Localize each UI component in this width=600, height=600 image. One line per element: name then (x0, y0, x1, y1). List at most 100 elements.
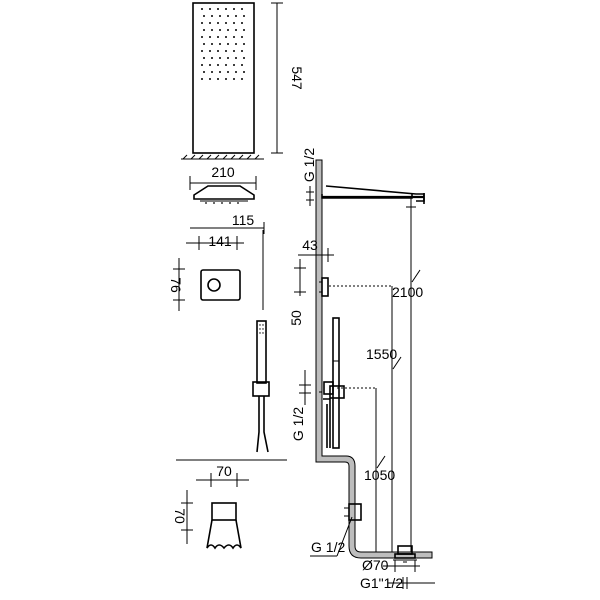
nozzle-dot (201, 64, 203, 66)
dim-43: 43 (302, 237, 318, 253)
shower-panel-front: 547 (181, 2, 305, 160)
nozzle-dot (211, 71, 213, 73)
nozzle-dot (209, 22, 211, 24)
nozzle-dot (217, 50, 219, 52)
dim-2100: 2100 (392, 284, 423, 300)
dim-70-height: 70 (172, 508, 188, 524)
nozzle-dot (227, 15, 229, 17)
nozzle-dot (203, 29, 205, 31)
nozzle-dot (225, 8, 227, 10)
dim-210: 210 (211, 164, 235, 180)
g-half-top: G 1/2 (301, 148, 317, 182)
nozzle-dot (209, 50, 211, 52)
nozzle-dot (233, 22, 235, 24)
nozzle-dot (241, 22, 243, 24)
nozzle-dot (209, 78, 211, 80)
nozzle-dot (219, 43, 221, 45)
nozzle-dot (219, 57, 221, 59)
nozzle-dot (217, 22, 219, 24)
hand-shower-front (252, 320, 270, 453)
nozzle-dot (235, 57, 237, 59)
g-half-bottom: G 1/2 (311, 539, 345, 555)
nozzle-dot (219, 15, 221, 17)
nozzle-dot (243, 29, 245, 31)
spout-view: 70 70 (172, 463, 249, 550)
nozzle-dot (211, 15, 213, 17)
nozzle-dot (233, 64, 235, 66)
nozzle-dot (211, 43, 213, 45)
floor-hatch (182, 154, 260, 160)
dia-70-group: Ø70 (362, 557, 420, 573)
dim-1550: 1550 (366, 346, 397, 362)
nozzle-dot (219, 71, 221, 73)
nozzle-dot (225, 36, 227, 38)
nozzle-dot (203, 71, 205, 73)
nozzle-dot (201, 36, 203, 38)
nozzle-dot (211, 29, 213, 31)
dim-547: 547 (289, 66, 305, 90)
nozzle-dot (211, 57, 213, 59)
nozzle-dot (241, 50, 243, 52)
nozzle-dot (225, 22, 227, 24)
valve-front (200, 230, 264, 310)
nozzle-dot (217, 8, 219, 10)
nozzle-dot (225, 64, 227, 66)
dim-1050: 1050 (364, 467, 395, 483)
nozzle-dot (241, 78, 243, 80)
nozzle-dot (219, 29, 221, 31)
nozzle-dot (243, 15, 245, 17)
dim-70-width: 70 (216, 463, 232, 479)
dia-70: Ø70 (362, 557, 389, 573)
nozzle-dot (203, 15, 205, 17)
nozzle-dot (201, 22, 203, 24)
nozzle-dot (209, 36, 211, 38)
nozzle-dot (235, 15, 237, 17)
nozzle-dot (209, 64, 211, 66)
nozzle-dot (227, 57, 229, 59)
nozzle-dot (217, 64, 219, 66)
nozzle-dot (241, 64, 243, 66)
g-half-bottom-group: G 1/2 (310, 516, 353, 557)
nozzle-dot (235, 29, 237, 31)
nozzle-dot (203, 43, 205, 45)
nozzle-grid (201, 8, 245, 80)
nozzle-dot (201, 50, 203, 52)
nozzle-dot (243, 57, 245, 59)
dim-141: 141 (208, 233, 232, 249)
nozzle-dot (233, 50, 235, 52)
nozzle-dot (235, 43, 237, 45)
nozzle-dot (241, 8, 243, 10)
dim-50-group: 50 (288, 259, 306, 326)
nozzle-dot (209, 8, 211, 10)
nozzle-dot (243, 43, 245, 45)
nozzle-dot (217, 36, 219, 38)
g-half-mid: G 1/2 (290, 407, 306, 441)
nozzle-dot (225, 50, 227, 52)
dim-76: 76 (168, 277, 184, 293)
dim-210-group: 210 (189, 164, 257, 190)
nozzle-dot (225, 78, 227, 80)
dim-115-group: 115 (190, 212, 265, 234)
nozzle-dot (217, 78, 219, 80)
nozzle-dot (233, 8, 235, 10)
nozzle-dot (203, 57, 205, 59)
nozzle-dot (233, 36, 235, 38)
dim-141-group: 141 (186, 233, 244, 250)
nozzle-dot (227, 71, 229, 73)
dim-43-group: 43 (298, 237, 334, 262)
dim-76-group: 76 (168, 258, 185, 311)
nozzle-dot (243, 71, 245, 73)
nozzle-dot (201, 78, 203, 80)
nozzle-dot (227, 43, 229, 45)
nozzle-dot (201, 8, 203, 10)
g-one-half-group: G1"1/2 (360, 575, 435, 591)
g-half-top-group: G 1/2 (301, 148, 317, 206)
shower-head-side (193, 185, 255, 204)
nozzle-dot (227, 29, 229, 31)
dim-115: 115 (232, 212, 255, 228)
dim-50: 50 (288, 310, 304, 326)
g-one-half: G1"1/2 (360, 575, 403, 591)
nozzle-dot (241, 36, 243, 38)
nozzle-dot (235, 71, 237, 73)
